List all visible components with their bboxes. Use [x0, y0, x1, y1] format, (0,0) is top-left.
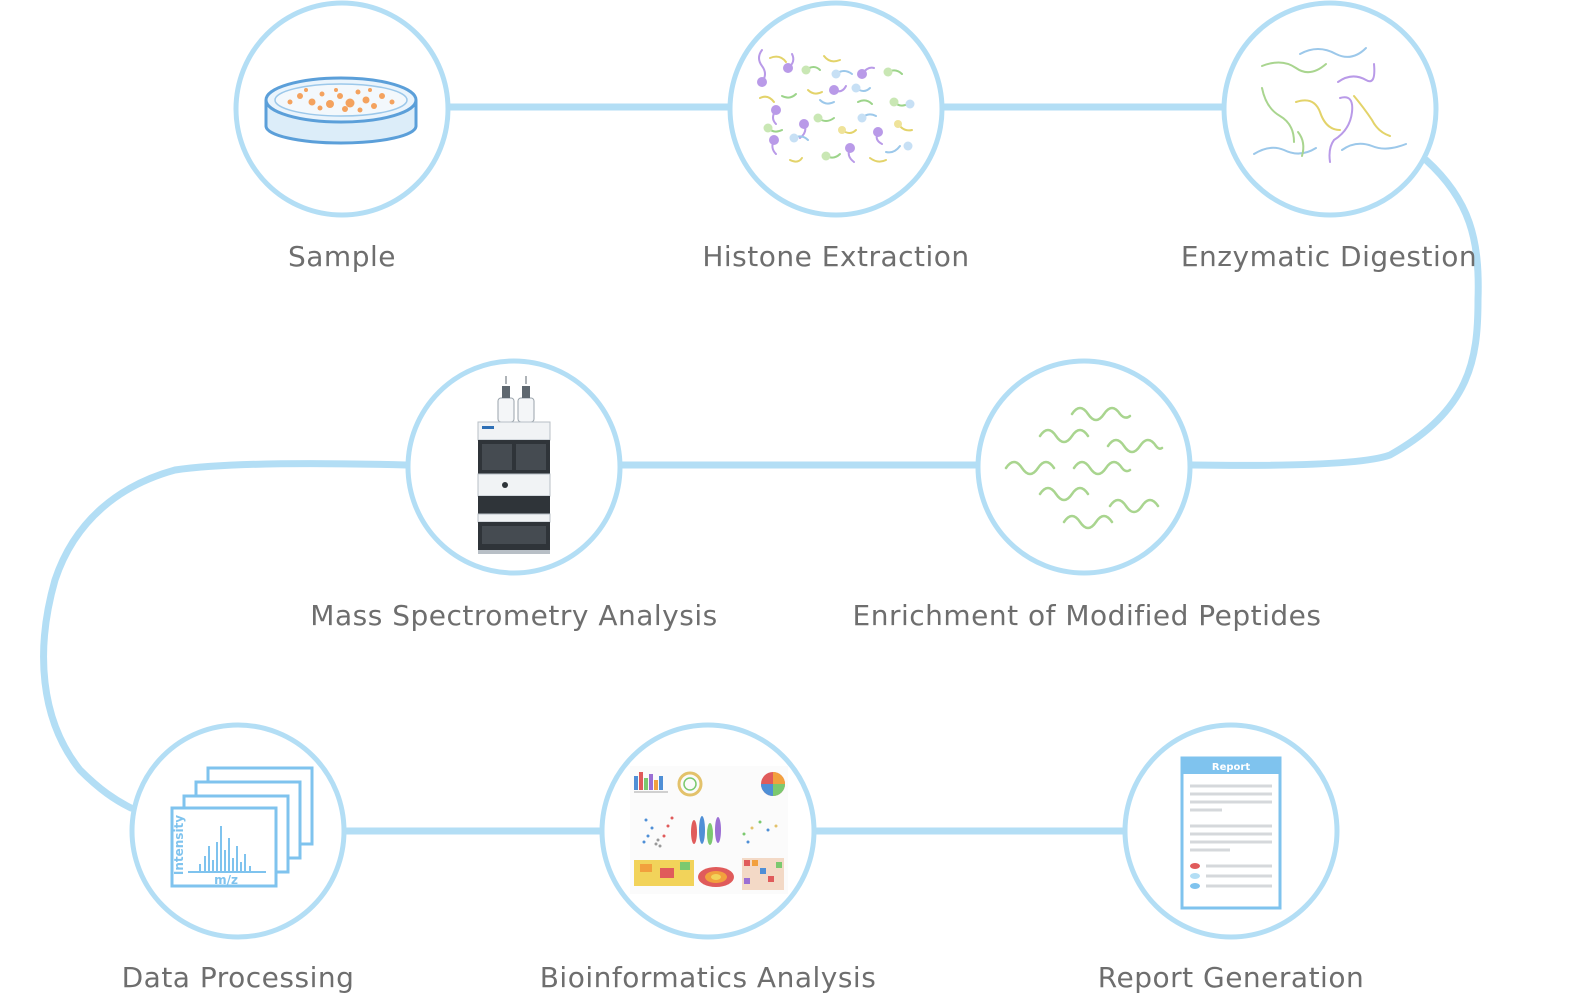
step-label-bioinformatics: Bioinformatics Analysis: [539, 961, 877, 994]
bar-chart-thumbnail: [634, 772, 668, 793]
spectrum-bars: [188, 826, 266, 873]
contour-thumbnail: [698, 867, 734, 887]
step-label-mass-spectrometry: Mass Spectrometry Analysis: [310, 599, 718, 632]
scatter-thumbnail: [742, 820, 778, 844]
spectrum-ylabel: Intensity: [172, 815, 186, 875]
lc-ms-instrument-icon: [477, 376, 551, 554]
peptide-fragments-icon: [1253, 47, 1407, 163]
heatmap-thumbnail: [634, 860, 694, 886]
petri-dish-icon: [264, 76, 418, 145]
modified-peptides-icon: [1004, 406, 1164, 530]
matrix-thumbnail: [742, 858, 784, 890]
connector-lines: [40, 103, 1482, 835]
analysis-charts-icon: [630, 766, 788, 894]
spectra-stack-icon: [170, 766, 314, 888]
pie-thumbnail: [761, 772, 785, 796]
step-label-data-processing: Data Processing: [121, 961, 355, 994]
histone-molecules-icon: [757, 49, 915, 163]
violin-thumbnail: [691, 816, 721, 845]
circos-thumbnail: [677, 771, 703, 797]
step-label-histone-extraction: Histone Extraction: [702, 240, 970, 273]
report-title: Report: [1212, 762, 1250, 773]
volcano-thumbnail: [642, 816, 674, 848]
step-label-sample: Sample: [288, 240, 396, 273]
step-label-enrichment: Enrichment of Modified Peptides: [852, 599, 1322, 632]
step-circle-histone-extraction: [727, 0, 945, 218]
step-circle-enrichment: [975, 358, 1193, 576]
step-label-enzymatic-digestion: Enzymatic Digestion: [1180, 240, 1478, 273]
report-document-icon: [1180, 756, 1282, 910]
step-label-report-generation: Report Generation: [1097, 961, 1365, 994]
spectrum-xlabel: m/z: [214, 873, 238, 887]
step-circle-enzymatic-digestion: [1221, 0, 1439, 218]
